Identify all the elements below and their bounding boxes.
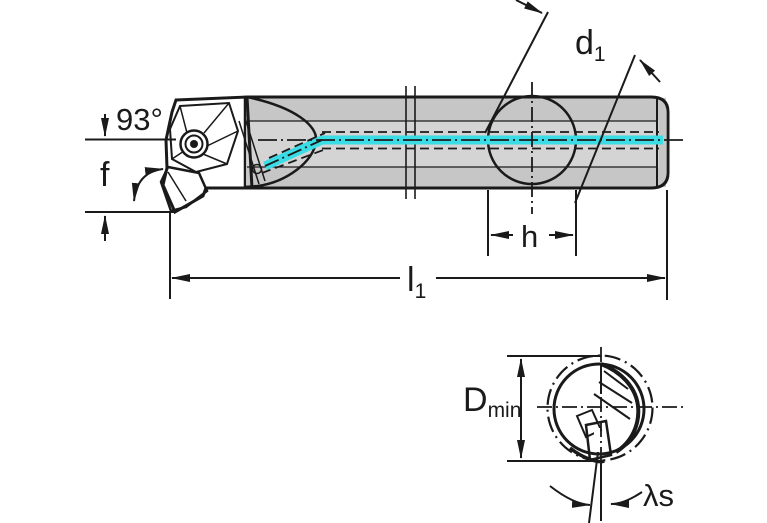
- dmin-circle: [546, 354, 654, 462]
- dim-dmin: Dmin: [463, 355, 601, 462]
- pocket-line-2: [598, 381, 633, 404]
- dim-h: h: [487, 190, 577, 256]
- pocket-line-1: [603, 370, 629, 390]
- end-view-pocket: [568, 362, 641, 464]
- insert-side-view: [159, 165, 209, 213]
- clamp-screw-outer: [179, 129, 209, 159]
- angle-arc-93: [131, 167, 164, 202]
- clamp-facet-line-2: [203, 102, 230, 134]
- label-lambda-s: λs: [643, 478, 674, 513]
- clamp-facet-line-1: [179, 105, 188, 134]
- clamp-screw-ring: [184, 134, 204, 154]
- coolant-centerline-diag: [264, 139, 323, 167]
- tool-head: [159, 95, 254, 215]
- label-approach-angle: 93°: [116, 102, 163, 137]
- lambda-leader-right: [610, 491, 643, 508]
- coolant-hidden-edge-diag-top: [268, 132, 326, 159]
- pocket-outline-arc: [600, 362, 641, 454]
- d1-extension-line-2: [574, 54, 636, 204]
- lambda-leader-left: [549, 485, 591, 508]
- head-small-screw: [251, 163, 263, 175]
- label-l1: l1: [407, 261, 426, 303]
- label-h: h: [521, 219, 538, 254]
- label-d1: d1: [575, 24, 606, 66]
- insert-facet-line: [167, 171, 187, 202]
- clamp-body: [168, 101, 240, 174]
- d1-arrow-2: [639, 59, 661, 83]
- d1-arrow-1: [515, 0, 543, 14]
- clamp-facet-line-3: [206, 130, 239, 147]
- clamp-facet-line-4: [202, 153, 228, 165]
- label-f: f: [100, 156, 110, 194]
- end-view: Dmin λs: [463, 347, 684, 523]
- label-dmin: Dmin: [463, 381, 521, 422]
- dim-lambda-s: λs: [549, 451, 674, 523]
- dim-d1: d1: [484, 0, 661, 204]
- main-view: 93° f d1 h l1: [85, 0, 686, 303]
- lambda-edge-line: [588, 451, 599, 523]
- insert-notch-highlight: [594, 428, 600, 435]
- dim-l1: l1: [169, 190, 668, 303]
- insert-end-view: [584, 419, 613, 462]
- end-view-body: [552, 362, 646, 456]
- clamp-screw-socket: [190, 140, 198, 148]
- d1-extension-line-1: [484, 11, 549, 134]
- coolant-channel: [258, 131, 686, 174]
- bar-outline: [247, 95, 670, 190]
- coolant-hidden-edge-diag-bottom: [261, 148, 327, 174]
- dim-93-f: 93° f: [85, 102, 176, 241]
